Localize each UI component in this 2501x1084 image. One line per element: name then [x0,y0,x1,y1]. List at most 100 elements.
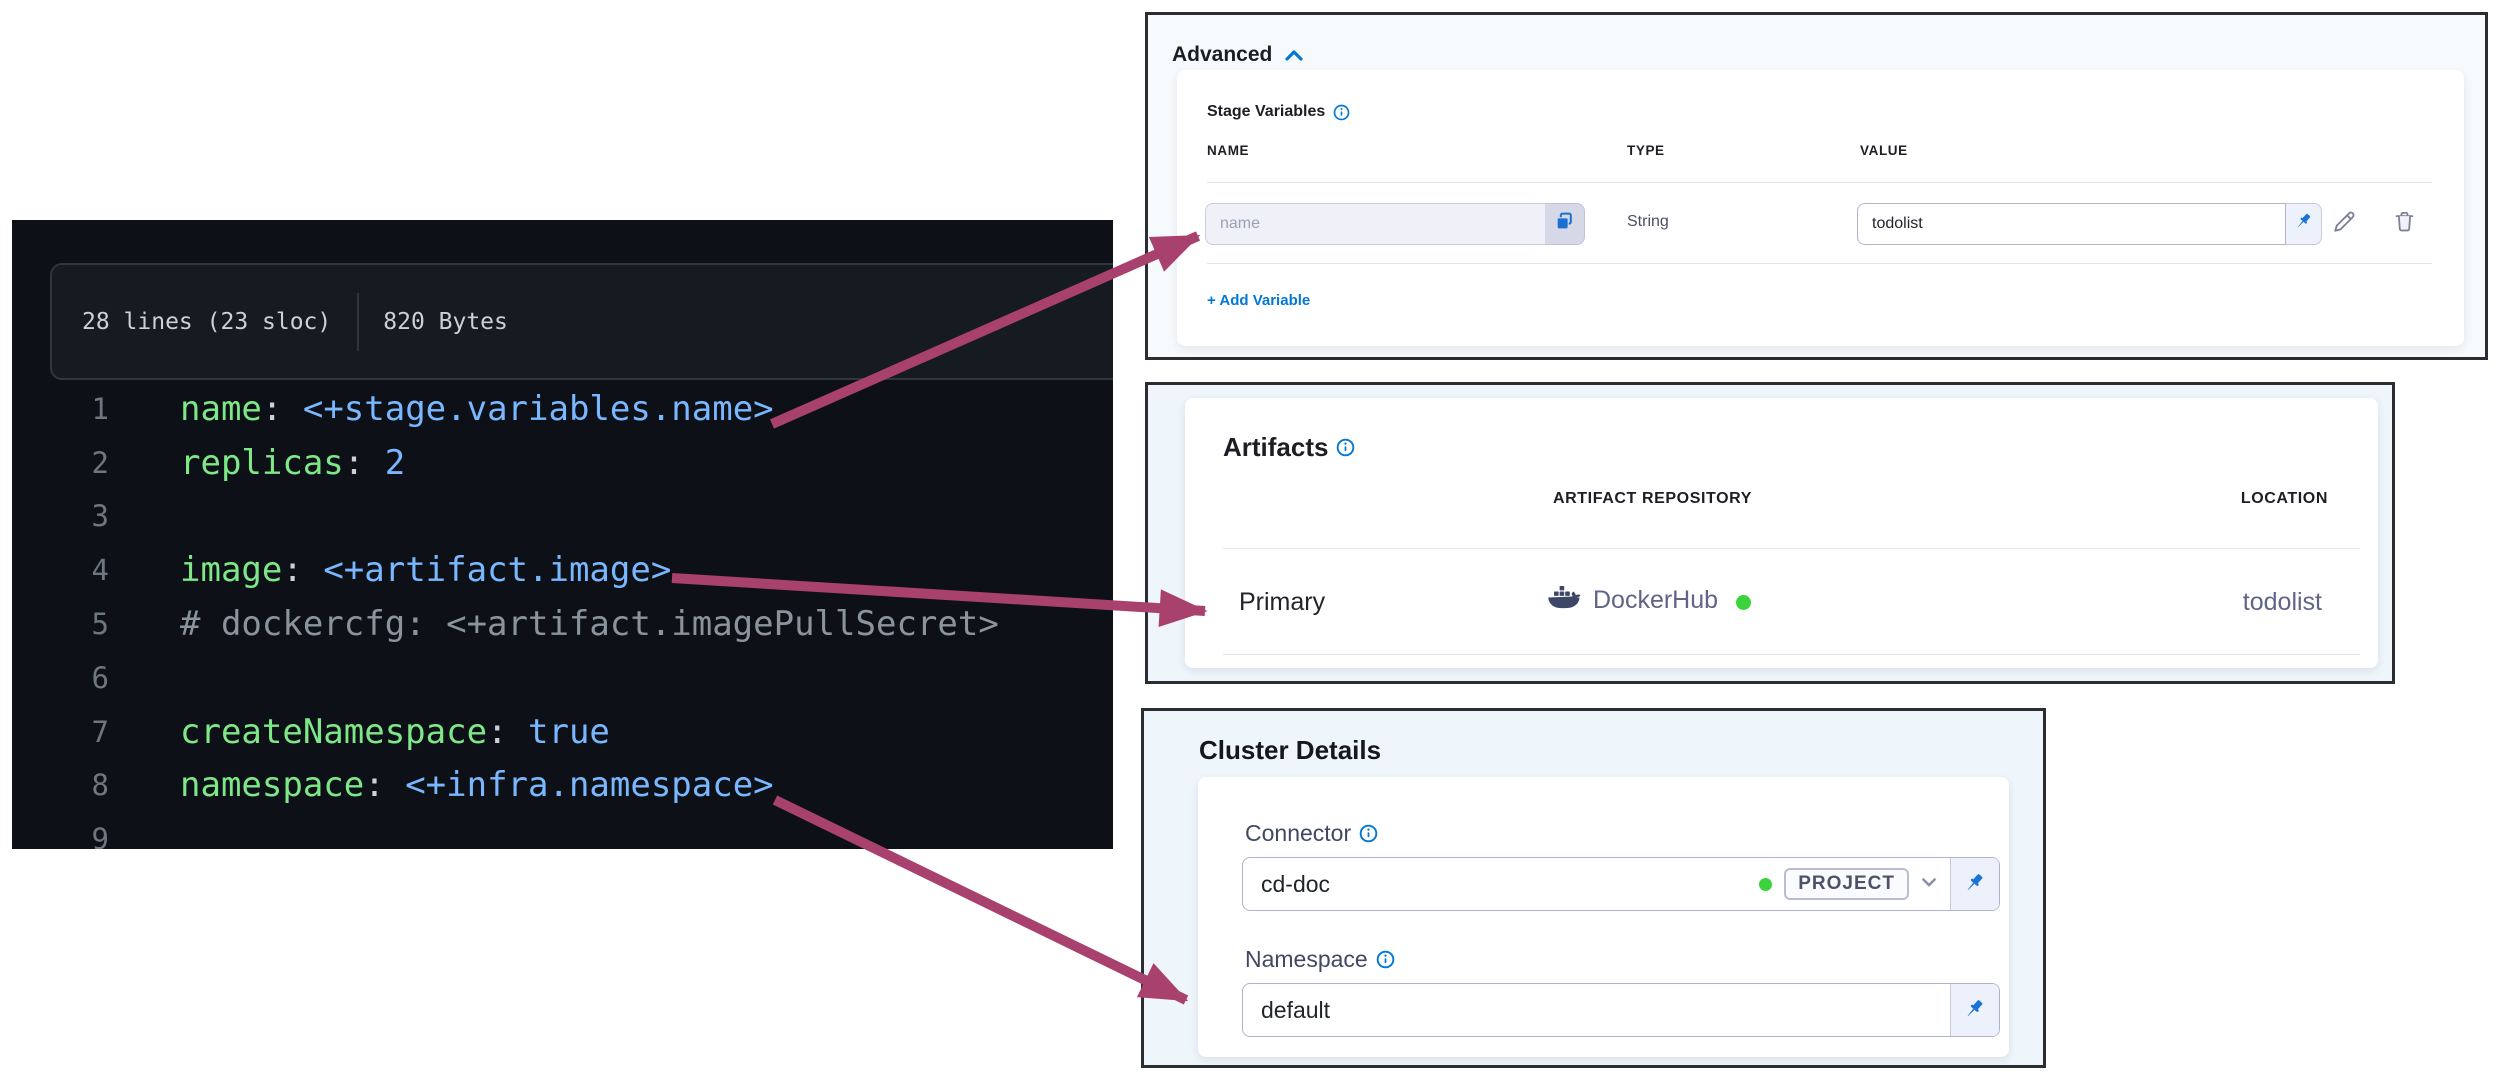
fixed-value-pin-button[interactable] [1950,984,1999,1036]
scope-badge: PROJECT [1784,868,1909,900]
connector-input[interactable]: cd-doc PROJECT [1242,857,2000,911]
connector-value: cd-doc [1261,870,1331,897]
cluster-details-title: Cluster Details [1199,735,1382,765]
code-line: 7 createNamespace: true [12,705,1113,759]
line-number: 8 [91,768,109,803]
stage-variables-card: Stage Variables NAME TYPE VALUE name Str… [1177,70,2464,346]
line-number: 7 [91,714,109,749]
column-header-name: NAME [1207,143,1250,158]
info-icon[interactable] [1336,438,1355,457]
add-variable-link[interactable]: + Add Variable [1207,292,1311,309]
artifacts-title-row: Artifacts [1223,432,1355,463]
code-token-punc: : [343,442,385,483]
info-icon[interactable] [1359,824,1378,843]
line-number: 5 [91,607,109,642]
pushpin-icon [2294,212,2314,237]
pencil-icon [2330,208,2358,241]
artifacts-panel: Artifacts ARTIFACT REPOSITORY LOCATION P… [1145,382,2395,684]
advanced-panel: Advanced Stage Variables NAME TYPE VALUE… [1145,12,2488,360]
copy-icon [1554,211,1575,237]
artifacts-title: Artifacts [1223,432,1329,462]
code-token-expr: true [528,711,610,752]
code-text: createNamespace: true [180,712,610,752]
code-token-comment: # dockercfg: <+artifact.imagePullSecret> [180,604,999,645]
code-token-key: name [180,388,262,429]
divider [1207,182,2432,183]
variable-type-value[interactable]: String [1627,213,1669,230]
file-size-info: 820 Bytes [383,308,508,335]
artifact-location: todolist [2242,588,2322,616]
line-number: 6 [91,660,109,695]
code-token-punc: : [364,765,406,806]
code-token-expr: 2 [384,442,406,483]
code-token-punc: : [487,711,528,752]
code-line: 6 [12,651,1113,705]
code-token-key: namespace [180,765,365,806]
line-number: 9 [91,822,109,849]
divider [1223,654,2360,655]
code-token-key: createNamespace [180,711,488,752]
divider [1207,263,2432,264]
code-token-expr: <+artifact.image> [323,550,672,591]
code-token-expr: <+stage.variables.name> [302,388,774,429]
column-header-artifact-repository: ARTIFACT REPOSITORY [1553,490,1752,507]
cluster-details-panel: Cluster Details Connector cd-doc PROJECT [1141,708,2046,1068]
code-line: 9 [12,812,1113,849]
namespace-label-row: Namespace [1245,946,1395,973]
column-header-location: LOCATION [2240,490,2328,507]
variable-value-input[interactable]: todolist [1857,203,2286,245]
fixed-value-pin-button[interactable] [2286,203,2322,245]
edit-variable-button[interactable] [2327,207,2361,241]
artifact-row-name: Primary [1239,588,1326,616]
code-text: # dockercfg: <+artifact.imagePullSecret> [180,604,999,644]
code-token-expr: <+infra.namespace> [405,765,774,806]
stage-variables-label-row: Stage Variables [1207,103,1350,121]
chevron-down-icon[interactable] [1919,872,1939,897]
artifact-repository-name[interactable]: DockerHub [1593,586,1719,614]
artifacts-card: Artifacts ARTIFACT REPOSITORY LOCATION P… [1185,398,2378,668]
connector-label: Connector [1245,820,1352,846]
code-token-punc: : [261,388,303,429]
chevron-up-icon[interactable] [1284,48,1304,62]
file-stats-header: 28 lines (23 sloc) 820 Bytes [50,263,1113,380]
line-number: 4 [91,553,109,588]
variable-value-group: todolist [1857,203,2322,245]
info-icon[interactable] [1376,950,1395,969]
copy-button[interactable] [1545,203,1585,245]
namespace-input[interactable]: default [1242,983,2000,1037]
fixed-value-pin-button[interactable] [1950,858,1999,910]
code-token-punc: : [282,550,324,591]
divider [1223,548,2360,549]
header-divider [357,292,360,351]
advanced-header[interactable]: Advanced [1172,43,1304,67]
docker-whale-icon [1547,584,1581,617]
code-line: 3 [12,490,1113,544]
line-number: 3 [91,499,109,534]
code-text: replicas: 2 [180,443,405,483]
code-token-key: image [180,550,283,591]
stage-variables-title: Stage Variables [1207,103,1326,120]
namespace-value: default [1261,996,1331,1023]
code-line: 5 # dockercfg: <+artifact.imagePullSecret… [12,597,1113,651]
info-icon[interactable] [1333,104,1350,121]
file-lines-info: 28 lines (23 sloc) [82,308,332,335]
column-header-value: VALUE [1860,143,1908,158]
connector-status-dot [1736,595,1752,610]
delete-variable-button[interactable] [2387,207,2421,241]
variable-name-input[interactable]: name [1205,203,1545,245]
variable-name-group: name [1205,203,1585,245]
column-header-type: TYPE [1627,143,1665,158]
code-token-key: replicas [180,442,344,483]
code-line: 8 namespace: <+infra.namespace> [12,759,1113,813]
connector-status-dot [1759,877,1773,891]
artifact-repository-cell[interactable]: DockerHub [1547,584,1752,617]
code-text: namespace: <+infra.namespace> [180,765,774,805]
code-line: 4 image: <+artifact.image> [12,543,1113,597]
code-text: name: <+stage.variables.name> [180,389,774,429]
advanced-title: Advanced [1172,43,1273,66]
